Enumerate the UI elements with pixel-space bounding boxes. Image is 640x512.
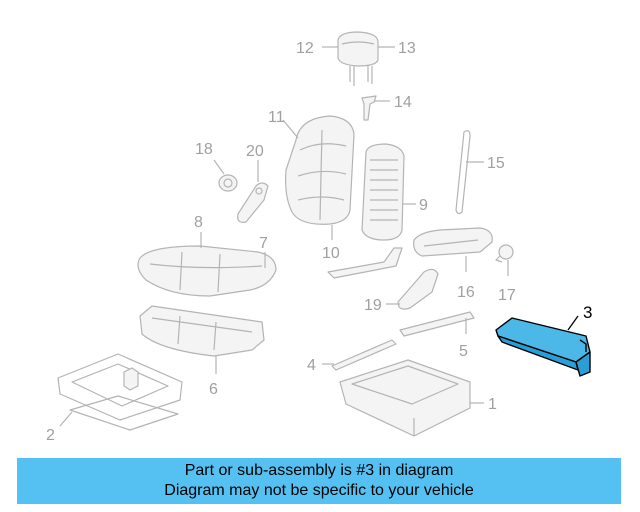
parts-diagram: 12 13 14 11 10 9 15 16 17: [46, 31, 592, 444]
part-seatback-cover: [285, 115, 355, 225]
part-trim-strip: [455, 130, 471, 215]
label-12: 12: [296, 40, 314, 57]
label-9: 9: [419, 197, 428, 214]
part-cushion-cover: [137, 245, 277, 297]
banner-line-1: Part or sub-assembly is #3 in diagram: [184, 462, 454, 479]
part-track-left: [331, 339, 397, 371]
leader-3: [567, 315, 579, 331]
label-16: 16: [457, 284, 475, 301]
banner-line-2: Diagram may not be specific to your vehi…: [164, 482, 474, 499]
part-bushing: [218, 174, 238, 192]
label-6: 6: [209, 381, 218, 398]
info-banner: Part or sub-assembly is #3 in diagram Di…: [17, 458, 621, 504]
part-track-right: [399, 311, 475, 337]
label-2: 2: [46, 427, 55, 444]
part-seat-frame: [57, 353, 183, 431]
label-3: 3: [583, 303, 592, 322]
leader-11: [282, 119, 299, 139]
part-knob: [495, 244, 514, 263]
leader-2: [59, 411, 73, 427]
part-recliner-cover: [397, 268, 439, 310]
part-headrest: [337, 31, 379, 86]
label-20: 20: [246, 143, 264, 160]
part-cushion-pad: [139, 305, 265, 357]
part-bracket: [237, 182, 269, 223]
label-15: 15: [487, 155, 505, 172]
label-13: 13: [398, 40, 416, 57]
leader-18: [213, 159, 225, 175]
label-1: 1: [488, 396, 497, 413]
part-headrest-guide: [361, 95, 377, 121]
label-5: 5: [459, 343, 468, 360]
part-storage-tray: [339, 359, 471, 437]
label-11: 11: [268, 109, 285, 126]
label-14: 14: [394, 94, 412, 111]
label-7: 7: [259, 235, 268, 252]
label-10: 10: [322, 245, 340, 262]
label-8: 8: [194, 214, 203, 231]
label-4: 4: [307, 357, 316, 374]
part-side-cover: [413, 227, 493, 257]
label-18: 18: [195, 141, 213, 158]
part-3-highlighted[interactable]: [495, 317, 591, 377]
label-19: 19: [364, 297, 382, 314]
part-seatback-frame: [327, 143, 405, 279]
label-17: 17: [498, 287, 516, 304]
